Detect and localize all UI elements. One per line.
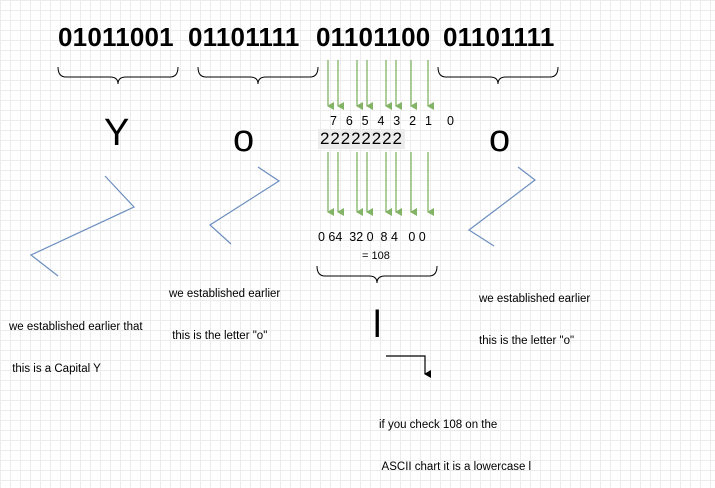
note-letter-o-left: we established earlier this is the lette… bbox=[169, 259, 280, 357]
sum-label: = 108 bbox=[362, 250, 390, 262]
place-values: 0 64 32 0 8 4 0 0 bbox=[318, 230, 426, 244]
zigzag-connector-o-left bbox=[209, 166, 281, 245]
letter-y: Y bbox=[104, 112, 130, 154]
note-capital-y-line-1: we established earlier that bbox=[9, 321, 143, 333]
arrow-l-to-note bbox=[386, 355, 431, 378]
note-letter-o-right: we established earlier this is the lette… bbox=[479, 264, 590, 362]
connector-layer bbox=[29, 60, 559, 378]
letter-o-right: o bbox=[489, 118, 511, 160]
brace-byte-2 bbox=[197, 66, 319, 85]
note-capital-y-line-2: this is a Capital Y bbox=[9, 363, 101, 375]
brace-byte-1 bbox=[57, 66, 179, 85]
note-letter-o-right-line-2: this is the letter "o" bbox=[479, 335, 575, 347]
brace-result bbox=[316, 265, 438, 284]
power-bases: 22222222 bbox=[318, 129, 405, 149]
note-letter-o-left-line-2: this is the letter "o" bbox=[169, 330, 268, 342]
note-letter-o-right-line-1: we established earlier bbox=[479, 293, 591, 305]
byte-3-bits: 01101100 bbox=[316, 22, 431, 52]
arrows-bits-to-powers bbox=[327, 60, 434, 110]
power-exponents: 7 6 5 4 3 2 1 0 bbox=[330, 114, 457, 128]
note-ascii-chart-line-2: ASCII chart it is a lowercase l bbox=[379, 461, 532, 473]
arrows-powers-to-values bbox=[327, 152, 434, 216]
note-ascii-chart: if you check 108 on the ASCII chart it i… bbox=[379, 390, 531, 488]
letter-l: l bbox=[373, 304, 382, 346]
note-ascii-chart-line-1: if you check 108 on the bbox=[379, 419, 498, 431]
zigzag-connector-o-right bbox=[467, 166, 536, 247]
byte-1-bits: 01011001 bbox=[58, 22, 174, 52]
note-letter-o-left-line-1: we established earlier bbox=[169, 288, 281, 300]
byte-2-bits: 01101111 bbox=[188, 22, 300, 52]
byte-4-bits: 01101111 bbox=[443, 22, 555, 52]
zigzag-connector-y bbox=[29, 175, 136, 277]
letter-o-left: o bbox=[233, 118, 255, 160]
brace-byte-4 bbox=[437, 66, 559, 85]
note-capital-y: we established earlier that this is a Ca… bbox=[9, 292, 143, 390]
